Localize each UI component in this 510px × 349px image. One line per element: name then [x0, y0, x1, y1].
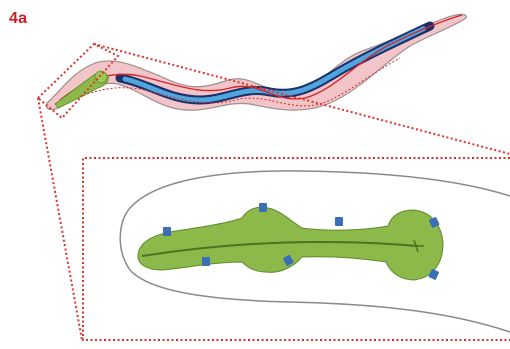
worm-body [46, 14, 466, 110]
neuron-marker [163, 227, 171, 236]
pharynx [138, 207, 443, 280]
neuron-marker [259, 203, 267, 212]
worm-pharynx-bulb [95, 71, 107, 83]
neuron-marker [202, 257, 210, 266]
whole-worm [46, 14, 466, 110]
neuron-marker [335, 217, 343, 226]
zoom-line-left [38, 98, 82, 340]
